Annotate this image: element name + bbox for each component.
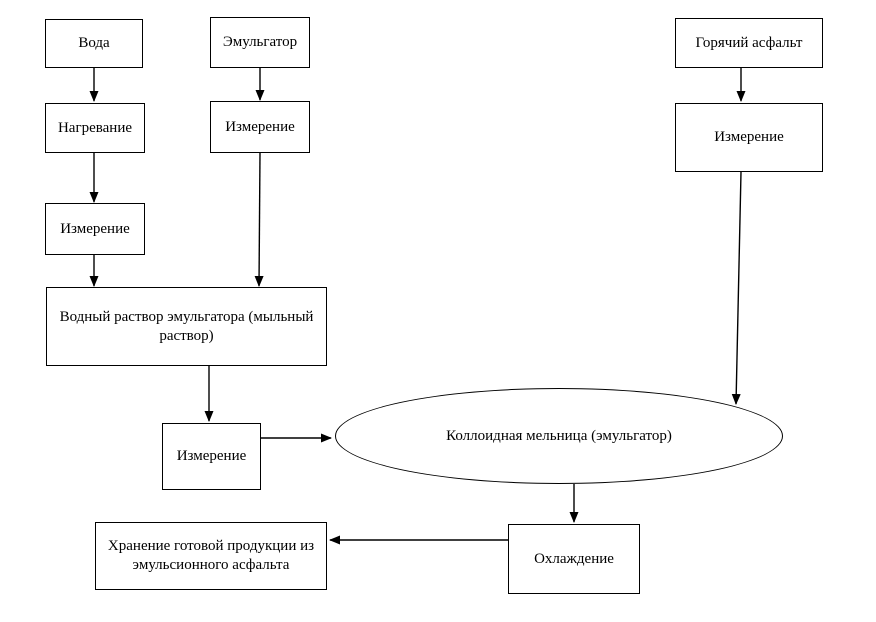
node-measure-emulsifier: Измерение (210, 101, 310, 153)
node-soap-solution-label: Водный раствор эмульгатора (мыльный раст… (59, 308, 314, 344)
node-measure-solution: Измерение (162, 423, 261, 490)
node-emulsifier: Эмульгатор (210, 17, 310, 68)
node-storage-label: Хранение готовой продукции из эмульсионн… (107, 538, 315, 573)
node-water-label: Вода (78, 35, 110, 51)
node-water: Вода (45, 19, 143, 68)
node-heating: Нагревание (45, 103, 145, 153)
node-hot-asphalt-label: Горячий асфальт (695, 34, 803, 51)
node-measure-water: Измерение (45, 203, 145, 255)
arrow-measure-asphalt-mill (731, 171, 742, 405)
node-storage: Хранение готовой продукции из эмульсионн… (95, 522, 327, 590)
arrow-measure-emuls-soap (254, 152, 264, 287)
node-measure-asphalt: Измерение (675, 103, 823, 172)
node-cooling-label: Охлаждение (534, 550, 614, 567)
node-emulsifier-label: Эмульгатор (222, 34, 298, 50)
node-measure-water-label: Измерение (60, 220, 130, 237)
node-hot-asphalt: Горячий асфальт (675, 18, 823, 68)
node-measure-asphalt-label: Измерение (714, 129, 784, 145)
node-cooling: Охлаждение (508, 524, 640, 594)
node-heating-label: Нагревание (57, 119, 133, 136)
node-colloid-mill-label: Коллоидная мельница (эмульгатор) (446, 427, 672, 444)
node-colloid-mill: Коллоидная мельница (эмульгатор) (335, 388, 783, 484)
node-measure-solution-label: Измерение (176, 448, 247, 464)
node-measure-emulsifier-label: Измерение (225, 118, 295, 135)
node-soap-solution: Водный раствор эмульгатора (мыльный раст… (46, 287, 327, 366)
